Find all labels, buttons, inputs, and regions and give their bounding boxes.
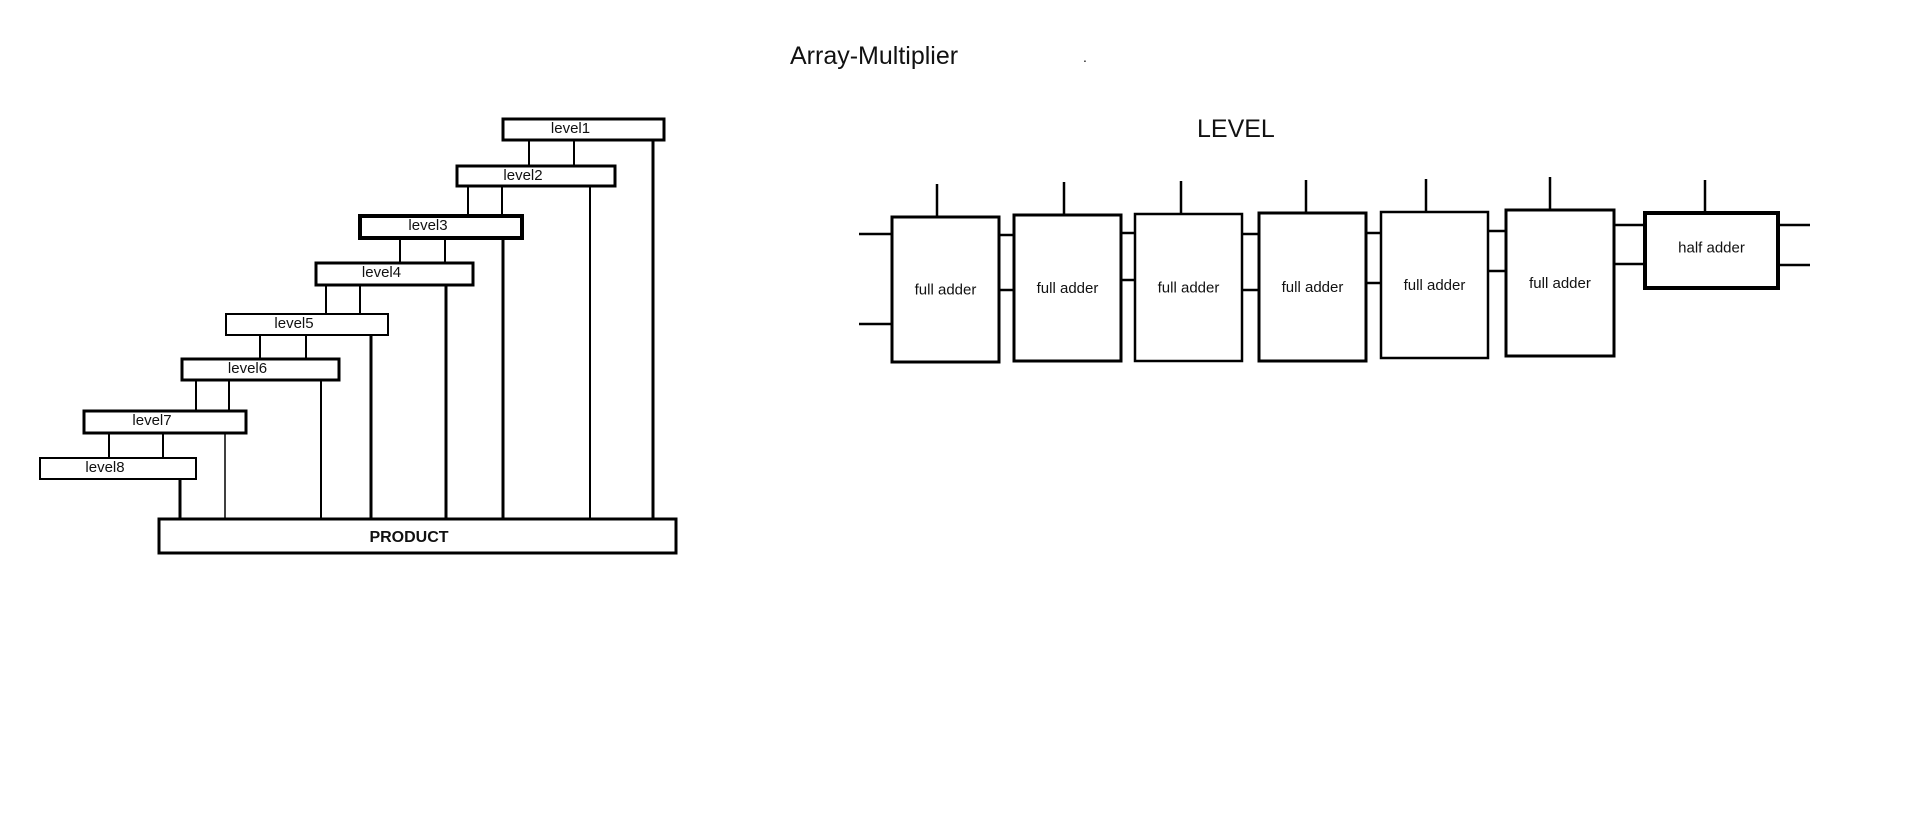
level-box-7: level7 <box>82 409 248 435</box>
level-box-5: level5 <box>225 313 389 336</box>
level-box-6: level6 <box>180 357 341 382</box>
adder-label: full adder <box>1282 279 1344 296</box>
product-box: PRODUCT <box>157 517 678 555</box>
level-label: level8 <box>85 459 124 476</box>
adder-label: full adder <box>915 282 977 299</box>
level-label: level7 <box>132 412 171 429</box>
level-label: level1 <box>551 120 590 137</box>
level-box-4: level4 <box>314 261 475 287</box>
full-adder-cell-1: full adder <box>890 184 1001 364</box>
level-label: level5 <box>274 315 313 332</box>
level-label: level6 <box>228 360 267 377</box>
adder-label: half adder <box>1678 240 1745 257</box>
level-box-2: level2 <box>455 164 617 188</box>
adder-label: full adder <box>1037 280 1099 297</box>
level-label: level4 <box>362 264 401 281</box>
level-box-8: level8 <box>39 457 197 480</box>
full-adder-cell-5: full adder <box>1379 179 1490 360</box>
adder-label: full adder <box>1404 277 1466 294</box>
title-dot-mark: . <box>1083 49 1087 65</box>
diagram-title: Array-Multiplier <box>790 42 958 70</box>
level-box-3: level3 <box>358 214 524 240</box>
level-box-1: level1 <box>501 117 666 142</box>
full-adder-cell-3: full adder <box>1133 181 1244 363</box>
level-label: level2 <box>503 167 542 184</box>
full-adder-cell-2: full adder <box>1012 182 1123 363</box>
full-adder-cell-6: full adder <box>1504 177 1616 358</box>
adder-label: full adder <box>1529 275 1591 292</box>
adder-chain: full adder full adder full adder full adder… <box>859 177 1810 364</box>
product-label: PRODUCT <box>369 529 448 546</box>
level-label: level3 <box>408 217 447 234</box>
adder-label: full adder <box>1158 280 1220 297</box>
level-heading: LEVEL <box>1197 115 1275 143</box>
full-adder-cell-4: full adder <box>1257 180 1368 363</box>
half-adder-cell: half adder <box>1643 180 1780 290</box>
level-staircase: level1 level2 level3 level4 level5 level6 leve… <box>39 117 666 519</box>
